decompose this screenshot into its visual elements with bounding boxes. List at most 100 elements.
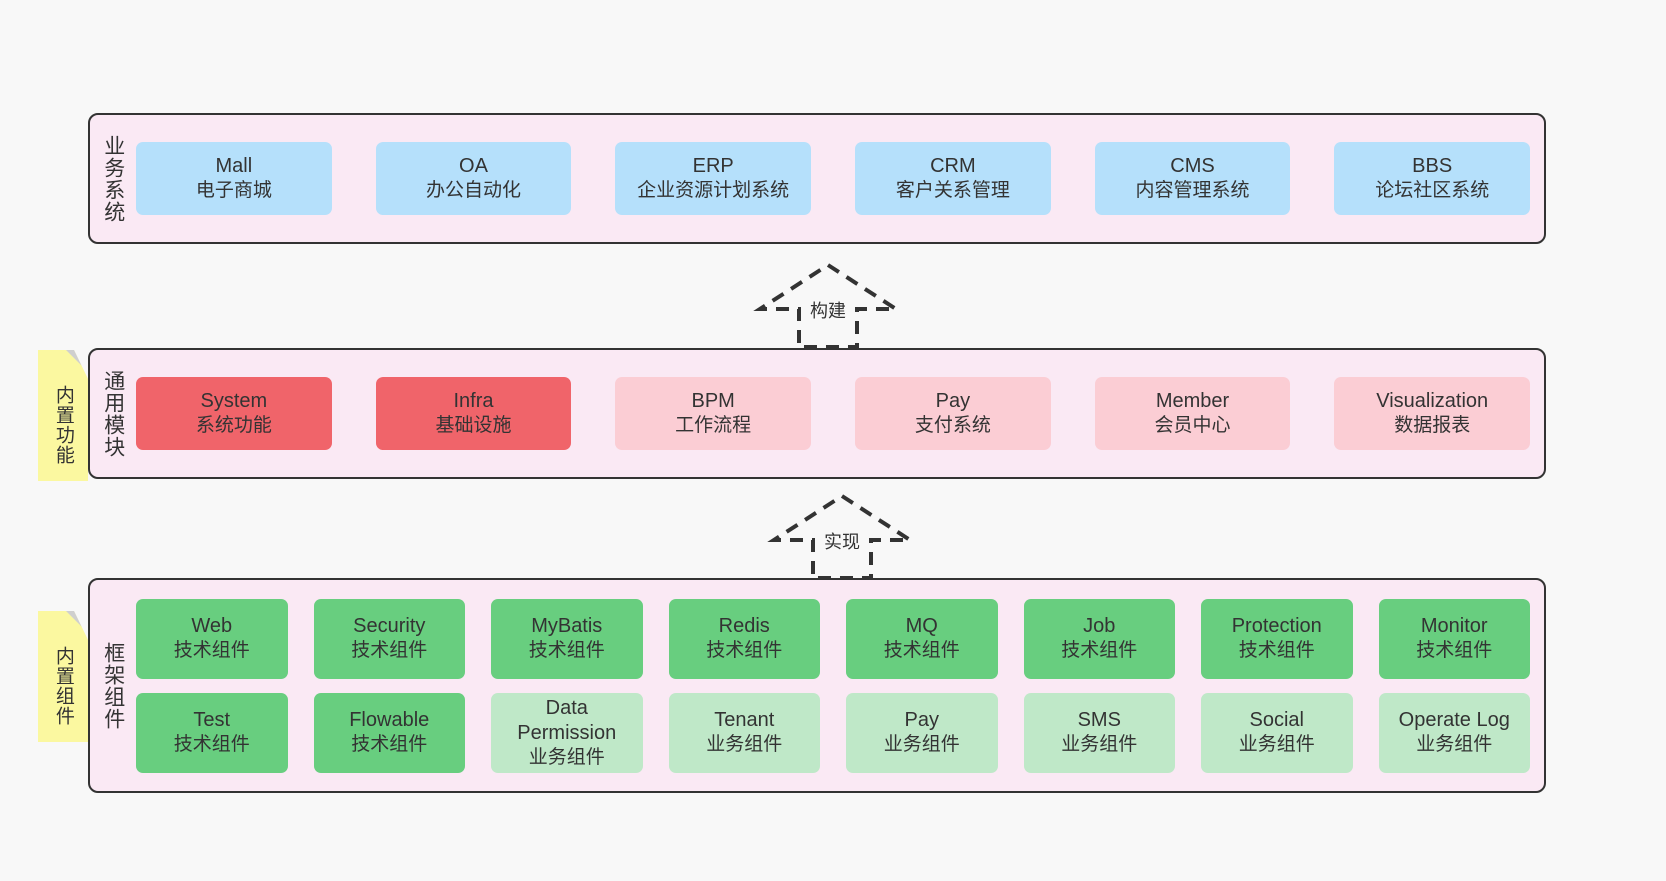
arrow-build-label: 构建 [810, 301, 846, 321]
box-title: MQ [905, 615, 938, 638]
box-title: SMS [1077, 709, 1121, 732]
box-protection[interactable]: Protection 技术组件 [1201, 598, 1353, 679]
box-title: Visualization [1376, 390, 1489, 413]
box-title: Tenant [714, 709, 775, 732]
box-title: Data Permission [517, 696, 617, 744]
dashed-hollow-arrow-icon [753, 262, 903, 349]
box-subtitle: 技术组件 [351, 640, 428, 662]
box-subtitle: 论坛社区系统 [1375, 180, 1490, 202]
box-job[interactable]: Job 技术组件 [1023, 598, 1175, 679]
box-mq[interactable]: MQ 技术组件 [846, 598, 998, 679]
box-oa[interactable]: OA 办公自动化 [375, 142, 572, 215]
box-subtitle: 技术组件 [883, 640, 960, 662]
box-subtitle: 支付系统 [914, 415, 991, 437]
row-modules-1: System 系统功能 Infra 基础设施 BPM 工作流程 Pay 支付系统… [136, 377, 1531, 450]
box-subtitle: 业务组件 [1416, 734, 1493, 756]
box-operate-log[interactable]: Operate Log 业务组件 [1378, 692, 1530, 773]
box-title: Social [1249, 709, 1304, 732]
box-flowable[interactable]: Flowable 技术组件 [313, 692, 465, 773]
box-title: Member [1155, 390, 1230, 413]
box-title: Monitor [1420, 615, 1488, 638]
box-crm[interactable]: CRM 客户关系管理 [855, 142, 1051, 215]
box-pay-component[interactable]: Pay 业务组件 [846, 692, 998, 773]
row-framework-2: Test 技术组件 Flowable 技术组件 Data Permission … [136, 692, 1530, 773]
box-title: BBS [1412, 155, 1453, 178]
box-subtitle: 业务组件 [1238, 734, 1315, 756]
box-subtitle: 内容管理系统 [1135, 180, 1250, 202]
box-subtitle: 业务组件 [706, 734, 783, 756]
box-member[interactable]: Member 会员中心 [1094, 377, 1291, 450]
box-title: CMS [1170, 155, 1215, 178]
box-monitor[interactable]: Monitor 技术组件 [1378, 598, 1530, 679]
layer-body-business: Mall 电子商城 OA 办公自动化 ERP 企业资源计划系统 CRM 客户关系… [136, 115, 1544, 242]
box-subtitle: 技术组件 [528, 640, 605, 662]
box-subtitle: 系统功能 [195, 415, 272, 437]
box-title: Infra [453, 390, 494, 413]
box-title: ERP [692, 155, 734, 178]
layer-body-framework: Web 技术组件 Security 技术组件 MyBatis 技术组件 Redi… [136, 580, 1544, 791]
box-mybatis[interactable]: MyBatis 技术组件 [491, 598, 643, 679]
box-title: MyBatis [531, 615, 603, 638]
note-text: 内置组件 [52, 645, 74, 726]
box-subtitle: 会员中心 [1154, 415, 1231, 437]
box-subtitle: 技术组件 [706, 640, 783, 662]
box-pay-module[interactable]: Pay 支付系统 [855, 377, 1051, 450]
box-subtitle: 业务组件 [1061, 734, 1138, 756]
box-bpm[interactable]: BPM 工作流程 [615, 377, 812, 450]
box-visualization[interactable]: Visualization 数据报表 [1334, 377, 1531, 450]
box-system[interactable]: System 系统功能 [136, 377, 332, 450]
layer-common-modules: 通用模块 System 系统功能 Infra 基础设施 BPM 工作流程 Pay [88, 348, 1546, 479]
layer-framework-components: 框架组件 Web 技术组件 Security 技术组件 MyBatis 技术组件… [88, 578, 1546, 793]
box-title: OA [459, 155, 488, 178]
box-title: Web [191, 615, 233, 638]
box-subtitle: 业务组件 [528, 746, 605, 768]
arrow-implement-label: 实现 [824, 532, 860, 552]
box-tenant[interactable]: Tenant 业务组件 [668, 692, 820, 773]
box-title: Redis [718, 615, 770, 638]
layer-title-modules: 通用模块 [101, 369, 125, 458]
arrow-build: 构建 [753, 261, 903, 351]
box-title: Operate Log [1398, 709, 1510, 732]
layer-title-framework: 框架组件 [101, 641, 125, 730]
box-subtitle: 电子商城 [195, 180, 272, 202]
box-title: Job [1083, 615, 1116, 638]
box-subtitle: 工作流程 [675, 415, 752, 437]
box-title: Pay [904, 709, 939, 732]
note-text: 内置功能 [52, 384, 74, 465]
box-title: CRM [930, 155, 976, 178]
box-title: Flowable [349, 709, 430, 732]
box-title: Security [353, 615, 426, 638]
box-mall[interactable]: Mall 电子商城 [136, 142, 332, 215]
box-security[interactable]: Security 技术组件 [313, 598, 465, 679]
box-social[interactable]: Social 业务组件 [1201, 692, 1353, 773]
layer-body-modules: System 系统功能 Infra 基础设施 BPM 工作流程 Pay 支付系统… [136, 350, 1544, 477]
box-subtitle: 技术组件 [1238, 640, 1315, 662]
box-subtitle: 技术组件 [1061, 640, 1138, 662]
box-web[interactable]: Web 技术组件 [136, 598, 288, 679]
box-title: Pay [935, 390, 971, 413]
box-bbs[interactable]: BBS 论坛社区系统 [1334, 142, 1531, 215]
box-test[interactable]: Test 技术组件 [136, 692, 288, 773]
box-subtitle: 技术组件 [351, 734, 428, 756]
box-subtitle: 办公自动化 [426, 180, 522, 202]
box-subtitle: 技术组件 [173, 734, 250, 756]
box-subtitle: 技术组件 [173, 640, 250, 662]
layer-business-systems: 业务系统 Mall 电子商城 OA 办公自动化 ERP 企业资源计划系统 CRM [88, 113, 1546, 244]
box-redis[interactable]: Redis 技术组件 [668, 598, 820, 679]
box-subtitle: 基础设施 [435, 415, 512, 437]
arrow-implement: 实现 [767, 492, 917, 582]
box-infra[interactable]: Infra 基础设施 [375, 377, 572, 450]
box-erp[interactable]: ERP 企业资源计划系统 [615, 142, 812, 215]
note-builtin-components: 内置组件 [38, 611, 88, 742]
box-title: Test [193, 709, 231, 732]
box-sms[interactable]: SMS 业务组件 [1023, 692, 1175, 773]
row-framework-1: Web 技术组件 Security 技术组件 MyBatis 技术组件 Redi… [136, 598, 1530, 679]
box-title: Mall [215, 155, 253, 178]
box-cms[interactable]: CMS 内容管理系统 [1094, 142, 1291, 215]
box-data-permission[interactable]: Data Permission 业务组件 [491, 692, 643, 773]
box-title: System [200, 390, 268, 413]
layer-title-business: 业务系统 [101, 134, 125, 223]
box-subtitle: 企业资源计划系统 [637, 180, 790, 202]
box-title: Protection [1231, 615, 1322, 638]
